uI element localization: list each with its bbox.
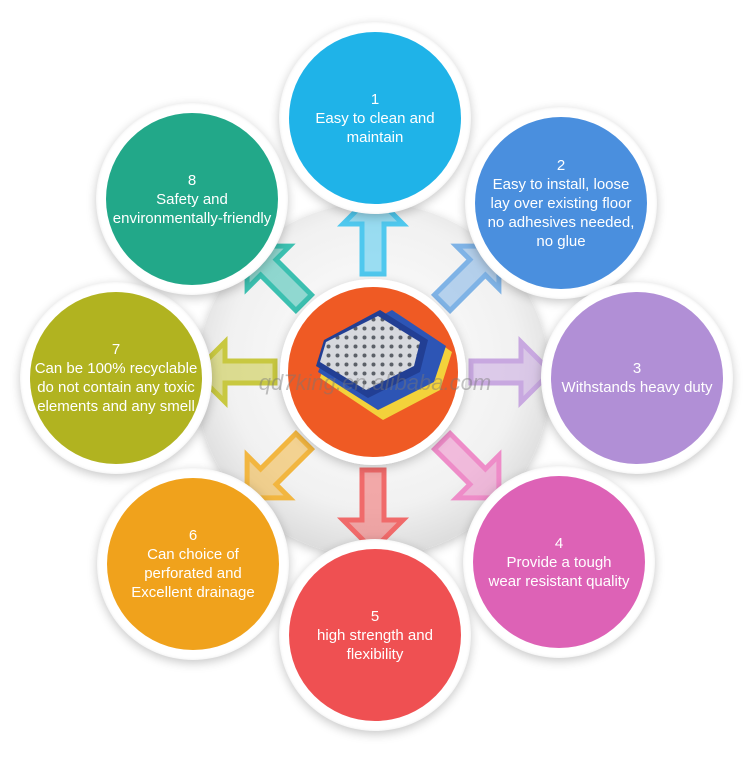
arrow-3	[468, 335, 555, 409]
feature-text-line: lay over existing floor	[490, 194, 632, 212]
feature-text-line: Easy to install, loose	[492, 175, 630, 193]
feature-text-line: Excellent drainage	[131, 584, 255, 601]
arrow-6	[244, 429, 316, 501]
feature-number: 2	[556, 156, 566, 174]
feature-text-line: Easy to clean and	[315, 109, 435, 127]
feature-number: 8	[187, 171, 197, 189]
feature-number: 6	[188, 527, 198, 544]
feature-number: 5	[370, 607, 380, 625]
feature-text-line: do not contain any toxic	[37, 379, 195, 396]
feature-text-line: no adhesives needed,	[487, 213, 635, 231]
feature-text-line: elements and any smell	[37, 398, 195, 415]
floor-tile-image	[316, 310, 452, 420]
feature-number: 7	[111, 341, 121, 358]
feature-text-line: Safety and	[156, 190, 228, 208]
watermark-text: qd7king.en.alibaba.com	[258, 370, 492, 395]
feature-text-line: perforated and	[144, 565, 242, 582]
feature-text-line: high strength and	[317, 626, 433, 644]
feature-text-line: wear resistant quality	[488, 572, 630, 590]
arrow-5	[336, 467, 410, 554]
feature-text-line: maintain	[346, 128, 404, 146]
feature-text-line: Withstands heavy duty	[561, 379, 713, 396]
feature-text-line: flexibility	[346, 645, 404, 663]
feature-text-line: Can be 100% recyclable	[34, 360, 198, 377]
arrow-4	[430, 429, 502, 501]
feature-text-line: environmentally-friendly	[112, 209, 272, 227]
feature-number: 3	[632, 360, 642, 377]
feature-number: 1	[370, 90, 380, 108]
feature-text-line: no glue	[536, 232, 586, 250]
feature-text-line: Can choice of	[147, 546, 239, 563]
feature-number: 4	[554, 534, 564, 552]
feature-text-line: Provide a tough	[506, 553, 612, 571]
arrow-7	[191, 335, 278, 409]
